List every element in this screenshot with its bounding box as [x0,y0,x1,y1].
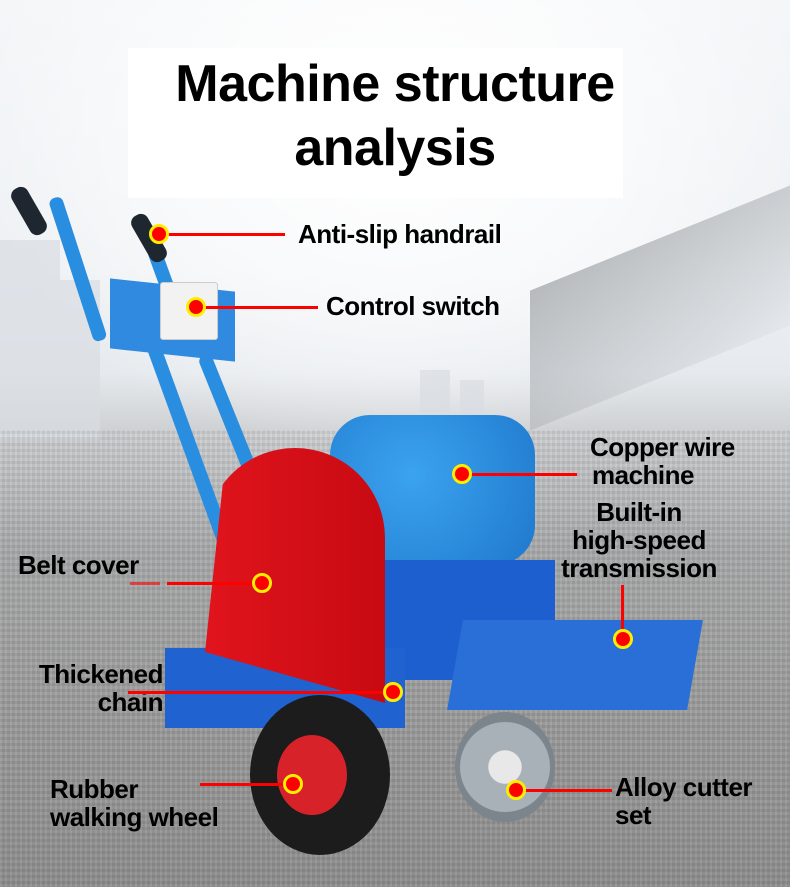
callout-label-line: transmission [561,553,717,583]
callout-dot [149,224,169,244]
callout-label: Thickened chain [18,659,164,716]
callout-label: Built-in high-speed transmission [548,498,730,582]
callout-label: Alloy cutter set [615,772,753,830]
title-line-2: analysis [294,119,496,177]
callout-dot [613,629,633,649]
cutter-disc [455,712,555,822]
title-background [128,48,623,198]
callout-label-line: Copper wire [590,432,735,462]
building [0,240,60,440]
callout-line [465,473,577,476]
control-switch-box [160,282,218,340]
callout-line [128,691,386,694]
callout-label: Control switch [326,291,500,321]
callout-dot [186,297,206,317]
callout-dot [452,464,472,484]
callout-line [130,582,160,585]
callout-label: Belt cover [18,550,139,580]
callout-line [167,582,257,585]
callout-label: Copper wire machine [590,433,735,489]
callout-label-line: machine [592,460,694,490]
title-line-1: Machine structure [175,55,615,113]
callout-dot [506,780,526,800]
callout-line [160,233,285,236]
callout-label: Anti-slip handrail [298,219,502,249]
callout-dot [283,774,303,794]
callout-label-line: Rubber [50,774,139,804]
callout-line [621,585,624,635]
callout-label-line: Thickened [38,659,164,689]
callout-label: Rubber walking wheel [50,774,219,832]
callout-label-line: high-speed [572,525,706,555]
cutter-housing [447,620,703,710]
callout-label-line: set [615,800,652,830]
callout-line [200,783,288,786]
page-title: Machine structure analysis [0,52,790,180]
callout-label-line: Built-in [596,497,682,527]
callout-dot [252,573,272,593]
callout-line [518,789,612,792]
callout-label-line: walking wheel [50,802,219,832]
callout-line [200,306,318,309]
callout-dot [383,682,403,702]
red-belt-cover [205,448,385,703]
callout-label-line: Alloy cutter [615,772,753,802]
